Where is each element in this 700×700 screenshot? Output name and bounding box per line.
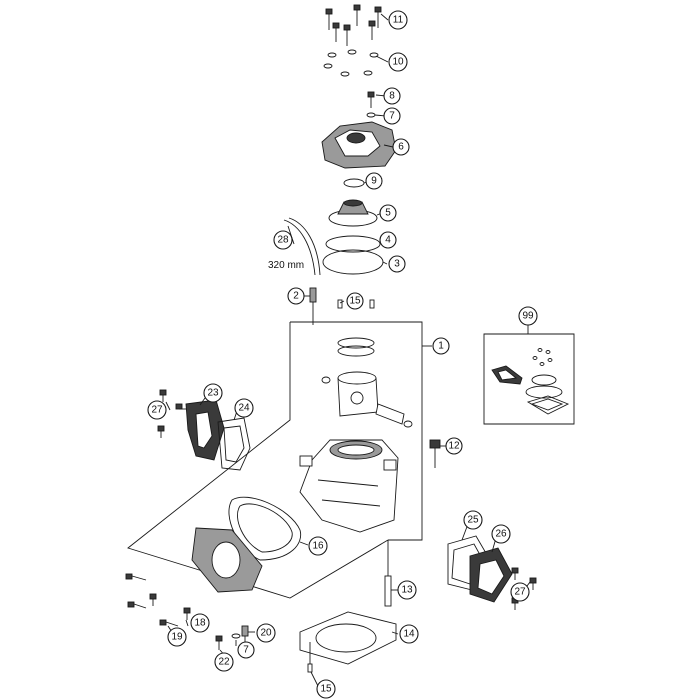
svg-text:23: 23 [207, 388, 219, 399]
svg-text:7: 7 [243, 645, 249, 656]
cylinder-body [299, 439, 399, 533]
svg-text:26: 26 [495, 529, 507, 540]
nut-12 [429, 439, 441, 468]
washer-7-bottom [231, 633, 241, 639]
cylinder-head-6 [321, 121, 397, 169]
callout-4: 4 [379, 231, 397, 249]
svg-text:15: 15 [320, 684, 332, 695]
cover-26 [469, 547, 513, 603]
callout-6: 6 [392, 138, 410, 156]
svg-text:13: 13 [401, 585, 413, 596]
dowel-pins-15 [337, 299, 375, 309]
vent-hose-28 [283, 217, 321, 276]
callout-22: 22 [214, 652, 234, 672]
circlip-right [403, 420, 413, 428]
callout-99: 99 [518, 306, 538, 326]
o-ring-9 [343, 178, 365, 188]
piston-pin [375, 403, 405, 425]
piston-rings [337, 337, 375, 357]
callout-2: 2 [287, 287, 305, 305]
piston [337, 371, 379, 417]
svg-text:24: 24 [238, 403, 250, 414]
gasket-set-99 [483, 328, 575, 425]
exhaust-flange [191, 527, 263, 593]
callout-7-bottom: 7 [237, 641, 255, 659]
svg-text:14: 14 [403, 629, 415, 640]
callout-7-top: 7 [383, 107, 401, 125]
svg-text:28: 28 [277, 235, 289, 246]
head-bolts-group [325, 4, 382, 46]
svg-text:9: 9 [371, 176, 377, 187]
svg-text:99: 99 [522, 311, 534, 322]
svg-text:12: 12 [448, 441, 460, 452]
svg-text:8: 8 [389, 91, 395, 102]
hose-length-label: 320 mm [268, 260, 304, 271]
callout-11: 11 [388, 10, 408, 30]
svg-text:22: 22 [218, 657, 230, 668]
callout-27-left: 27 [147, 400, 167, 420]
callout-5: 5 [379, 204, 397, 222]
screw-8 [367, 91, 375, 108]
sensor-2 [309, 287, 317, 325]
svg-text:20: 20 [260, 628, 272, 639]
callout-3: 3 [388, 255, 406, 273]
stud-13 [384, 540, 392, 607]
svg-text:15: 15 [349, 296, 361, 307]
lower-bolts-group [125, 573, 191, 627]
cylinder-assembly-bracket [127, 321, 423, 599]
callout-16: 16 [308, 536, 328, 556]
svg-text:16: 16 [312, 541, 324, 552]
svg-text:11: 11 [393, 15, 404, 26]
svg-text:4: 4 [385, 235, 391, 246]
svg-text:7: 7 [389, 111, 395, 122]
svg-text:3: 3 [394, 259, 400, 270]
callout-26: 26 [491, 524, 511, 544]
screw-22 [215, 635, 223, 650]
callout-23: 23 [203, 383, 223, 403]
combustion-insert-5 [328, 199, 378, 227]
callout-12: 12 [445, 437, 463, 455]
svg-text:2: 2 [293, 291, 299, 302]
callout-19: 19 [167, 627, 187, 647]
callout-15-bottom: 15 [316, 679, 336, 699]
callout-9: 9 [365, 172, 383, 190]
svg-text:5: 5 [385, 208, 391, 219]
callout-8: 8 [383, 87, 401, 105]
callout-28: 28 [273, 230, 293, 250]
callout-14: 14 [399, 624, 419, 644]
callout-13: 13 [397, 580, 417, 600]
callout-15-top: 15 [346, 292, 364, 310]
head-washers-group [323, 49, 379, 77]
svg-text:1: 1 [438, 341, 444, 352]
base-gasket-14 [299, 611, 397, 665]
svg-text:19: 19 [171, 632, 183, 643]
dowel-pins-15-bottom [307, 642, 313, 673]
o-ring-4 [325, 235, 381, 253]
svg-text:25: 25 [467, 515, 479, 526]
svg-text:6: 6 [398, 142, 404, 153]
callout-25: 25 [463, 510, 483, 530]
svg-text:27: 27 [151, 405, 163, 416]
gasket-3 [322, 249, 384, 275]
svg-text:27: 27 [514, 587, 526, 598]
callout-24: 24 [234, 398, 254, 418]
svg-text:10: 10 [392, 57, 404, 68]
circlip-left [321, 376, 331, 384]
cover-gasket-24 [217, 417, 251, 471]
callout-18: 18 [190, 613, 210, 633]
callout-1: 1 [432, 337, 450, 355]
callout-20: 20 [256, 623, 276, 643]
svg-text:18: 18 [194, 618, 206, 629]
washer-7-top [366, 112, 376, 118]
callout-10: 10 [388, 52, 408, 72]
callout-27-right: 27 [510, 582, 530, 602]
bolt-27-left-group [157, 389, 186, 438]
